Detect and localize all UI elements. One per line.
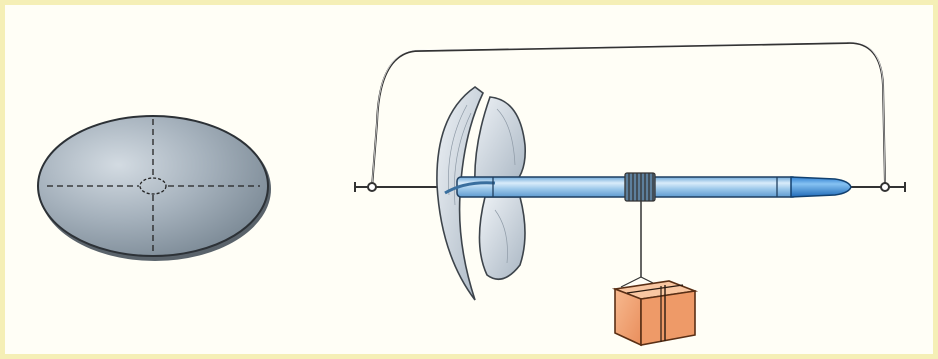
apparatus-illustration — [37, 41, 906, 347]
wire-frame — [354, 41, 906, 192]
tube-inlet — [444, 181, 496, 195]
wire-frame-highlight — [371, 41, 886, 187]
box-right-face — [640, 290, 696, 346]
oval-card-face — [37, 115, 269, 257]
box-string-h — [626, 284, 684, 294]
string-coil — [624, 172, 656, 202]
weight-box — [611, 280, 699, 347]
weight-assembly — [611, 201, 699, 347]
propeller-blade-bottom-right — [478, 196, 526, 281]
axle-right-ring — [880, 182, 890, 192]
oval-card — [37, 115, 271, 261]
propeller-grain-lines — [448, 104, 516, 264]
box-left-face — [614, 287, 642, 347]
axle-left-ring — [367, 182, 377, 192]
propeller-blade-top-right — [473, 96, 527, 188]
oval-center-hole — [139, 177, 167, 195]
tube-tip — [790, 176, 852, 198]
